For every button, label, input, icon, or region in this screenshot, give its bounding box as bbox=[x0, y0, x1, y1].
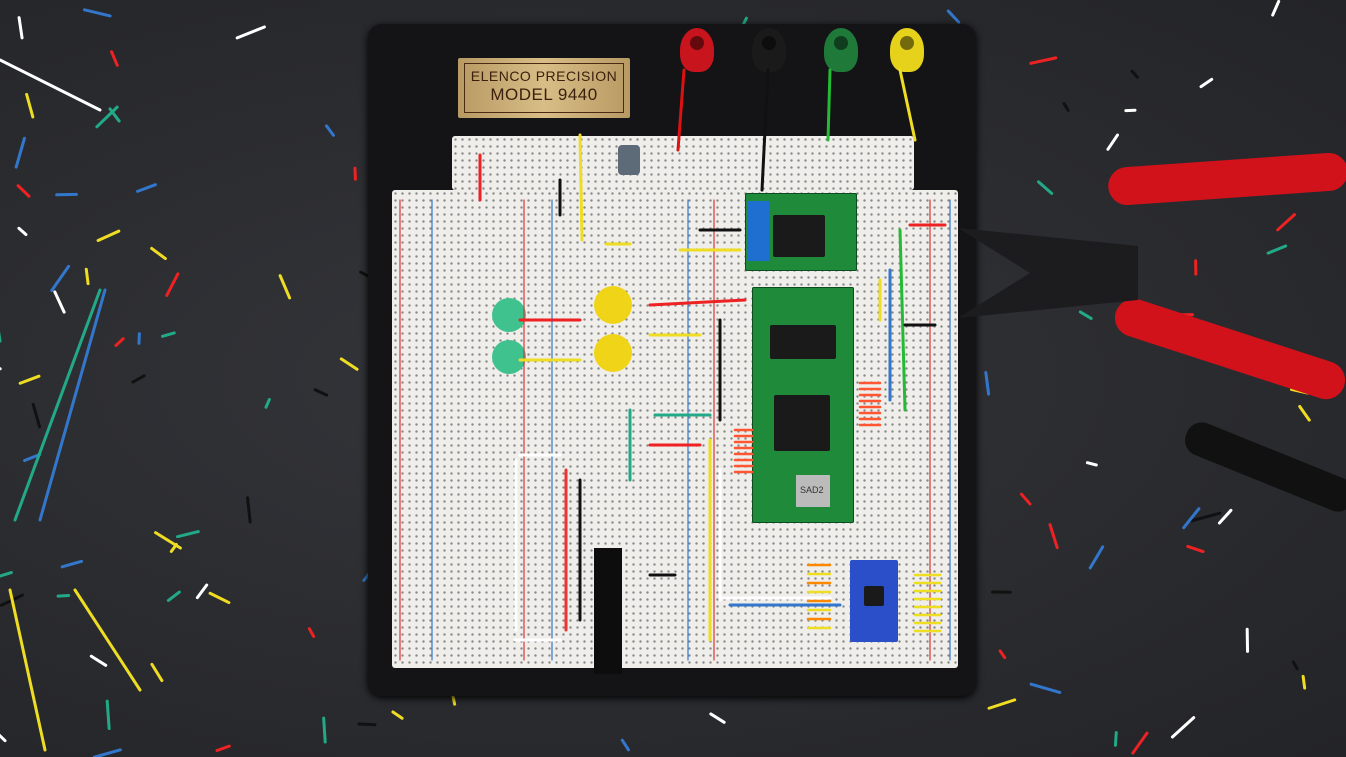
push-button-yellow-2[interactable] bbox=[594, 334, 632, 372]
motor-driver-module bbox=[745, 193, 857, 271]
nameplate-line2: MODEL 9440 bbox=[490, 85, 598, 104]
screw-terminal bbox=[747, 201, 769, 261]
nameplate: ELENCO PRECISION MODEL 9440 bbox=[458, 58, 630, 118]
push-button-green-1[interactable] bbox=[492, 298, 526, 332]
driver-chip bbox=[773, 215, 825, 257]
microcontroller-board: SAD2 bbox=[752, 287, 854, 523]
mcu-chip bbox=[774, 395, 830, 451]
nameplate-line1: ELENCO PRECISION bbox=[470, 68, 618, 84]
sd-card-slot: SAD2 bbox=[796, 475, 830, 507]
binding-post-black[interactable] bbox=[752, 28, 786, 72]
shifter-chip bbox=[864, 586, 884, 606]
binding-post-red[interactable] bbox=[680, 28, 714, 72]
breadboard-top-strip bbox=[452, 136, 914, 190]
pin-header-connector bbox=[594, 548, 622, 674]
binding-post-green[interactable] bbox=[824, 28, 858, 72]
binding-post-yellow[interactable] bbox=[890, 28, 924, 72]
memory-chip bbox=[770, 325, 836, 359]
push-button-green-2[interactable] bbox=[492, 340, 526, 374]
breadboard-main bbox=[392, 190, 958, 668]
module-label: SAD2 bbox=[800, 485, 824, 495]
level-shifter-module bbox=[850, 560, 898, 642]
push-button-yellow-1[interactable] bbox=[594, 286, 632, 324]
capacitor bbox=[618, 145, 640, 175]
